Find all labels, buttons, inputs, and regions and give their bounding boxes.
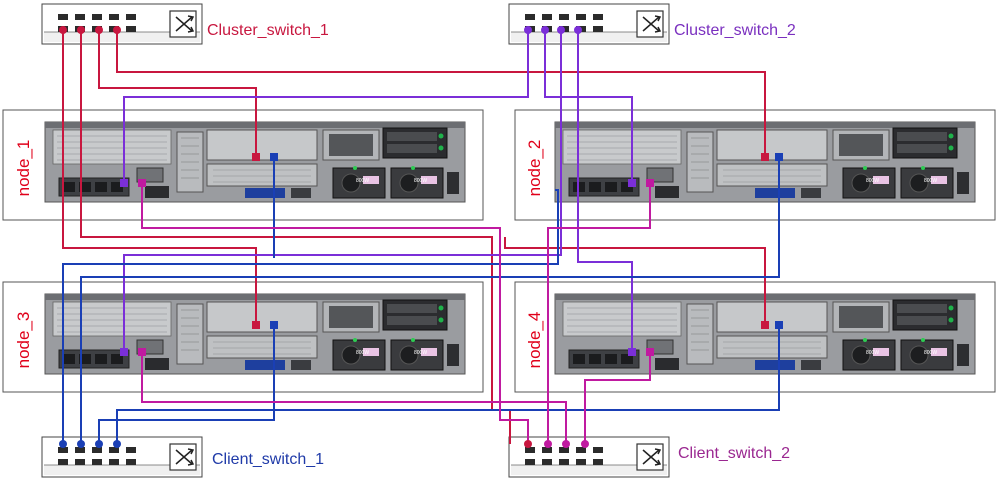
node-4-psu-label-2: 800W <box>924 350 937 356</box>
cluster-switch-1-label: Cluster_switch_1 <box>207 22 329 39</box>
client-switch-1-label: Client_switch_1 <box>212 451 324 468</box>
node-4-psu-label: 800W <box>866 350 879 356</box>
node-2-label: node_2 <box>525 140 544 197</box>
node-3-psu-label-2: 800W <box>414 350 427 356</box>
cluster-2-cables <box>123 30 633 352</box>
node-2-psu-label-2: 800W <box>924 178 937 184</box>
client-switch-1: Client_switch_1 <box>41 436 324 478</box>
client-switch-2: Client_switch_2 <box>508 436 790 478</box>
node-2-frame: node_2 <box>514 109 996 221</box>
client-switch-2-label: Client_switch_2 <box>678 445 790 462</box>
client-1-cables <box>62 157 780 444</box>
node-3-psu-label: 800W <box>356 350 369 356</box>
crossed-arrows-icon <box>175 448 195 466</box>
crossed-arrows-icon <box>175 15 195 33</box>
crossed-arrows-icon <box>642 448 662 466</box>
node-2-psu-label: 800W <box>866 178 879 184</box>
node-1-psu-label: 800W <box>356 178 369 184</box>
node-4-label: node_4 <box>525 312 544 369</box>
client-2-cables <box>141 183 651 444</box>
cluster-1-cables <box>62 30 766 444</box>
node-4-frame: node_4 <box>514 281 996 393</box>
node-3-frame: node_3 <box>2 281 484 393</box>
node-1-psu-label-2: 800W <box>414 178 427 184</box>
cluster-switch-2-label: Cluster_switch_2 <box>674 22 796 39</box>
node-1-label: node_1 <box>14 140 33 197</box>
node-1-frame: node_1 <box>2 109 484 221</box>
cluster-switch-1: Cluster_switch_1 <box>41 3 329 45</box>
cluster-switch-2: Cluster_switch_2 <box>508 3 796 45</box>
crossed-arrows-icon <box>642 15 662 33</box>
node-3-label: node_3 <box>14 312 33 369</box>
